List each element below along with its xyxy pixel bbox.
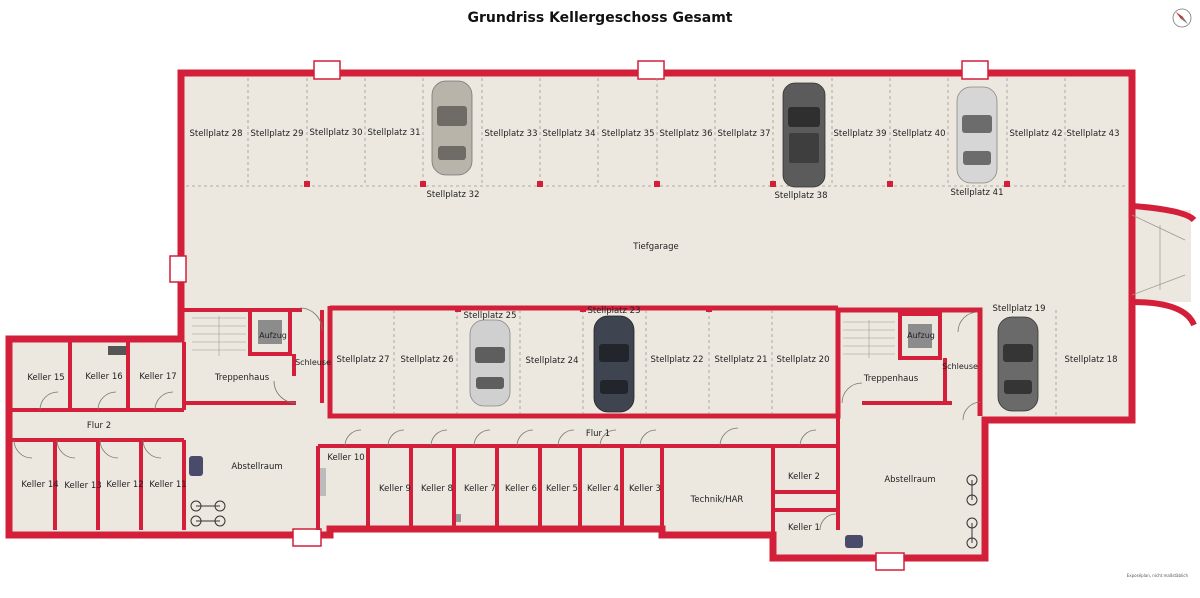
label-stellplatz-24: Stellplatz 24: [526, 356, 579, 366]
label-treppenhaus-right: Treppenhaus: [863, 374, 919, 384]
label-stellplatz-31: Stellplatz 31: [368, 128, 421, 138]
label-stellplatz-27: Stellplatz 27: [337, 355, 390, 365]
stroller-icons: [189, 456, 863, 548]
outer-walls: [5, 69, 1197, 562]
label-stellplatz-36: Stellplatz 36: [660, 129, 713, 139]
label-keller-8: Keller 8: [421, 484, 453, 494]
label-abstellraum-right: Abstellraum: [884, 475, 935, 485]
label-keller-7: Keller 7: [464, 484, 496, 494]
left-core: [184, 307, 324, 405]
label-flur-2: Flur 2: [87, 421, 111, 431]
label-stellplatz-38: Stellplatz 38: [775, 191, 828, 201]
label-stellplatz-37: Stellplatz 37: [718, 129, 771, 139]
label-flur-1: Flur 1: [586, 429, 610, 439]
keller-1-floor: [775, 532, 982, 556]
label-keller-9: Keller 9: [379, 484, 411, 494]
windows: [169, 60, 989, 571]
plan-title: Grundriss Kellergeschoss Gesamt: [467, 10, 733, 26]
label-stellplatz-22: Stellplatz 22: [651, 355, 704, 365]
label-stellplatz-20: Stellplatz 20: [777, 355, 830, 365]
label-keller-11: Keller 11: [149, 480, 186, 490]
room-labels: Stellplatz 28 Stellplatz 29 Stellplatz 3…: [21, 128, 1119, 533]
car-stellplatz-38: [782, 82, 826, 188]
label-stellplatz-42: Stellplatz 42: [1010, 129, 1063, 139]
label-stellplatz-43: Stellplatz 43: [1067, 129, 1120, 139]
label-stellplatz-41: Stellplatz 41: [951, 188, 1004, 198]
left-wing-walls: [12, 342, 186, 412]
label-keller-10: Keller 10: [327, 453, 364, 463]
label-aufzug-right: Aufzug: [907, 331, 935, 340]
label-keller-13: Keller 13: [64, 481, 101, 491]
label-keller-3: Keller 3: [629, 484, 661, 494]
label-keller-5: Keller 5: [546, 484, 578, 494]
label-keller-12: Keller 12: [106, 480, 143, 490]
label-treppenhaus-left: Treppenhaus: [214, 373, 270, 383]
label-abstellraum-left: Abstellraum: [231, 462, 282, 472]
label-keller-6: Keller 6: [505, 484, 537, 494]
label-aufzug-left: Aufzug: [259, 331, 287, 340]
label-tiefgarage: Tiefgarage: [632, 242, 678, 252]
car-stellplatz-25: [469, 319, 511, 407]
right-wing-walls: [836, 401, 982, 446]
label-keller-16: Keller 16: [85, 372, 122, 382]
label-stellplatz-32: Stellplatz 32: [427, 190, 480, 200]
south-parking-walls: [327, 305, 1057, 419]
car-stellplatz-32: [431, 80, 473, 176]
car-stellplatz-19: [997, 316, 1039, 412]
label-stellplatz-18: Stellplatz 18: [1065, 355, 1118, 365]
label-keller-1: Keller 1: [788, 523, 820, 533]
label-stellplatz-21: Stellplatz 21: [715, 355, 768, 365]
label-stellplatz-25: Stellplatz 25: [464, 311, 517, 321]
car-stellplatz-41: [956, 86, 998, 184]
footnote: Exposéplan, nicht maßstäblich: [1126, 573, 1188, 578]
label-keller-15: Keller 15: [27, 373, 64, 383]
north-pillars: [304, 181, 1010, 187]
label-technik-har: Technik/HAR: [690, 495, 744, 505]
bicycle-icons: [190, 474, 978, 549]
keller-3-10-walls: [316, 429, 664, 530]
label-keller-14: Keller 14: [21, 480, 58, 490]
label-keller-2: Keller 2: [788, 472, 820, 482]
label-schleuse-left: Schleuse: [295, 358, 331, 367]
right-core: [841, 311, 979, 405]
label-stellplatz-39: Stellplatz 39: [834, 129, 887, 139]
label-stellplatz-29: Stellplatz 29: [251, 129, 304, 139]
label-stellplatz-19: Stellplatz 19: [993, 304, 1046, 314]
technik-keller-walls: [662, 427, 840, 556]
label-stellplatz-23: Stellplatz 23: [588, 306, 641, 316]
label-stellplatz-34: Stellplatz 34: [543, 129, 596, 139]
car-stellplatz-23: [593, 315, 635, 413]
compass-icon: [1172, 8, 1192, 28]
label-stellplatz-30: Stellplatz 30: [310, 128, 363, 138]
label-keller-4: Keller 4: [587, 484, 619, 494]
label-keller-17: Keller 17: [139, 372, 176, 382]
label-stellplatz-33: Stellplatz 33: [485, 129, 538, 139]
label-stellplatz-35: Stellplatz 35: [602, 129, 655, 139]
label-stellplatz-40: Stellplatz 40: [893, 129, 946, 139]
ramp: [1131, 214, 1186, 296]
keller-11-14-walls: [12, 438, 186, 530]
label-stellplatz-26: Stellplatz 26: [401, 355, 454, 365]
label-stellplatz-28: Stellplatz 28: [190, 129, 243, 139]
label-schleuse-right: Schleuse: [942, 362, 978, 371]
